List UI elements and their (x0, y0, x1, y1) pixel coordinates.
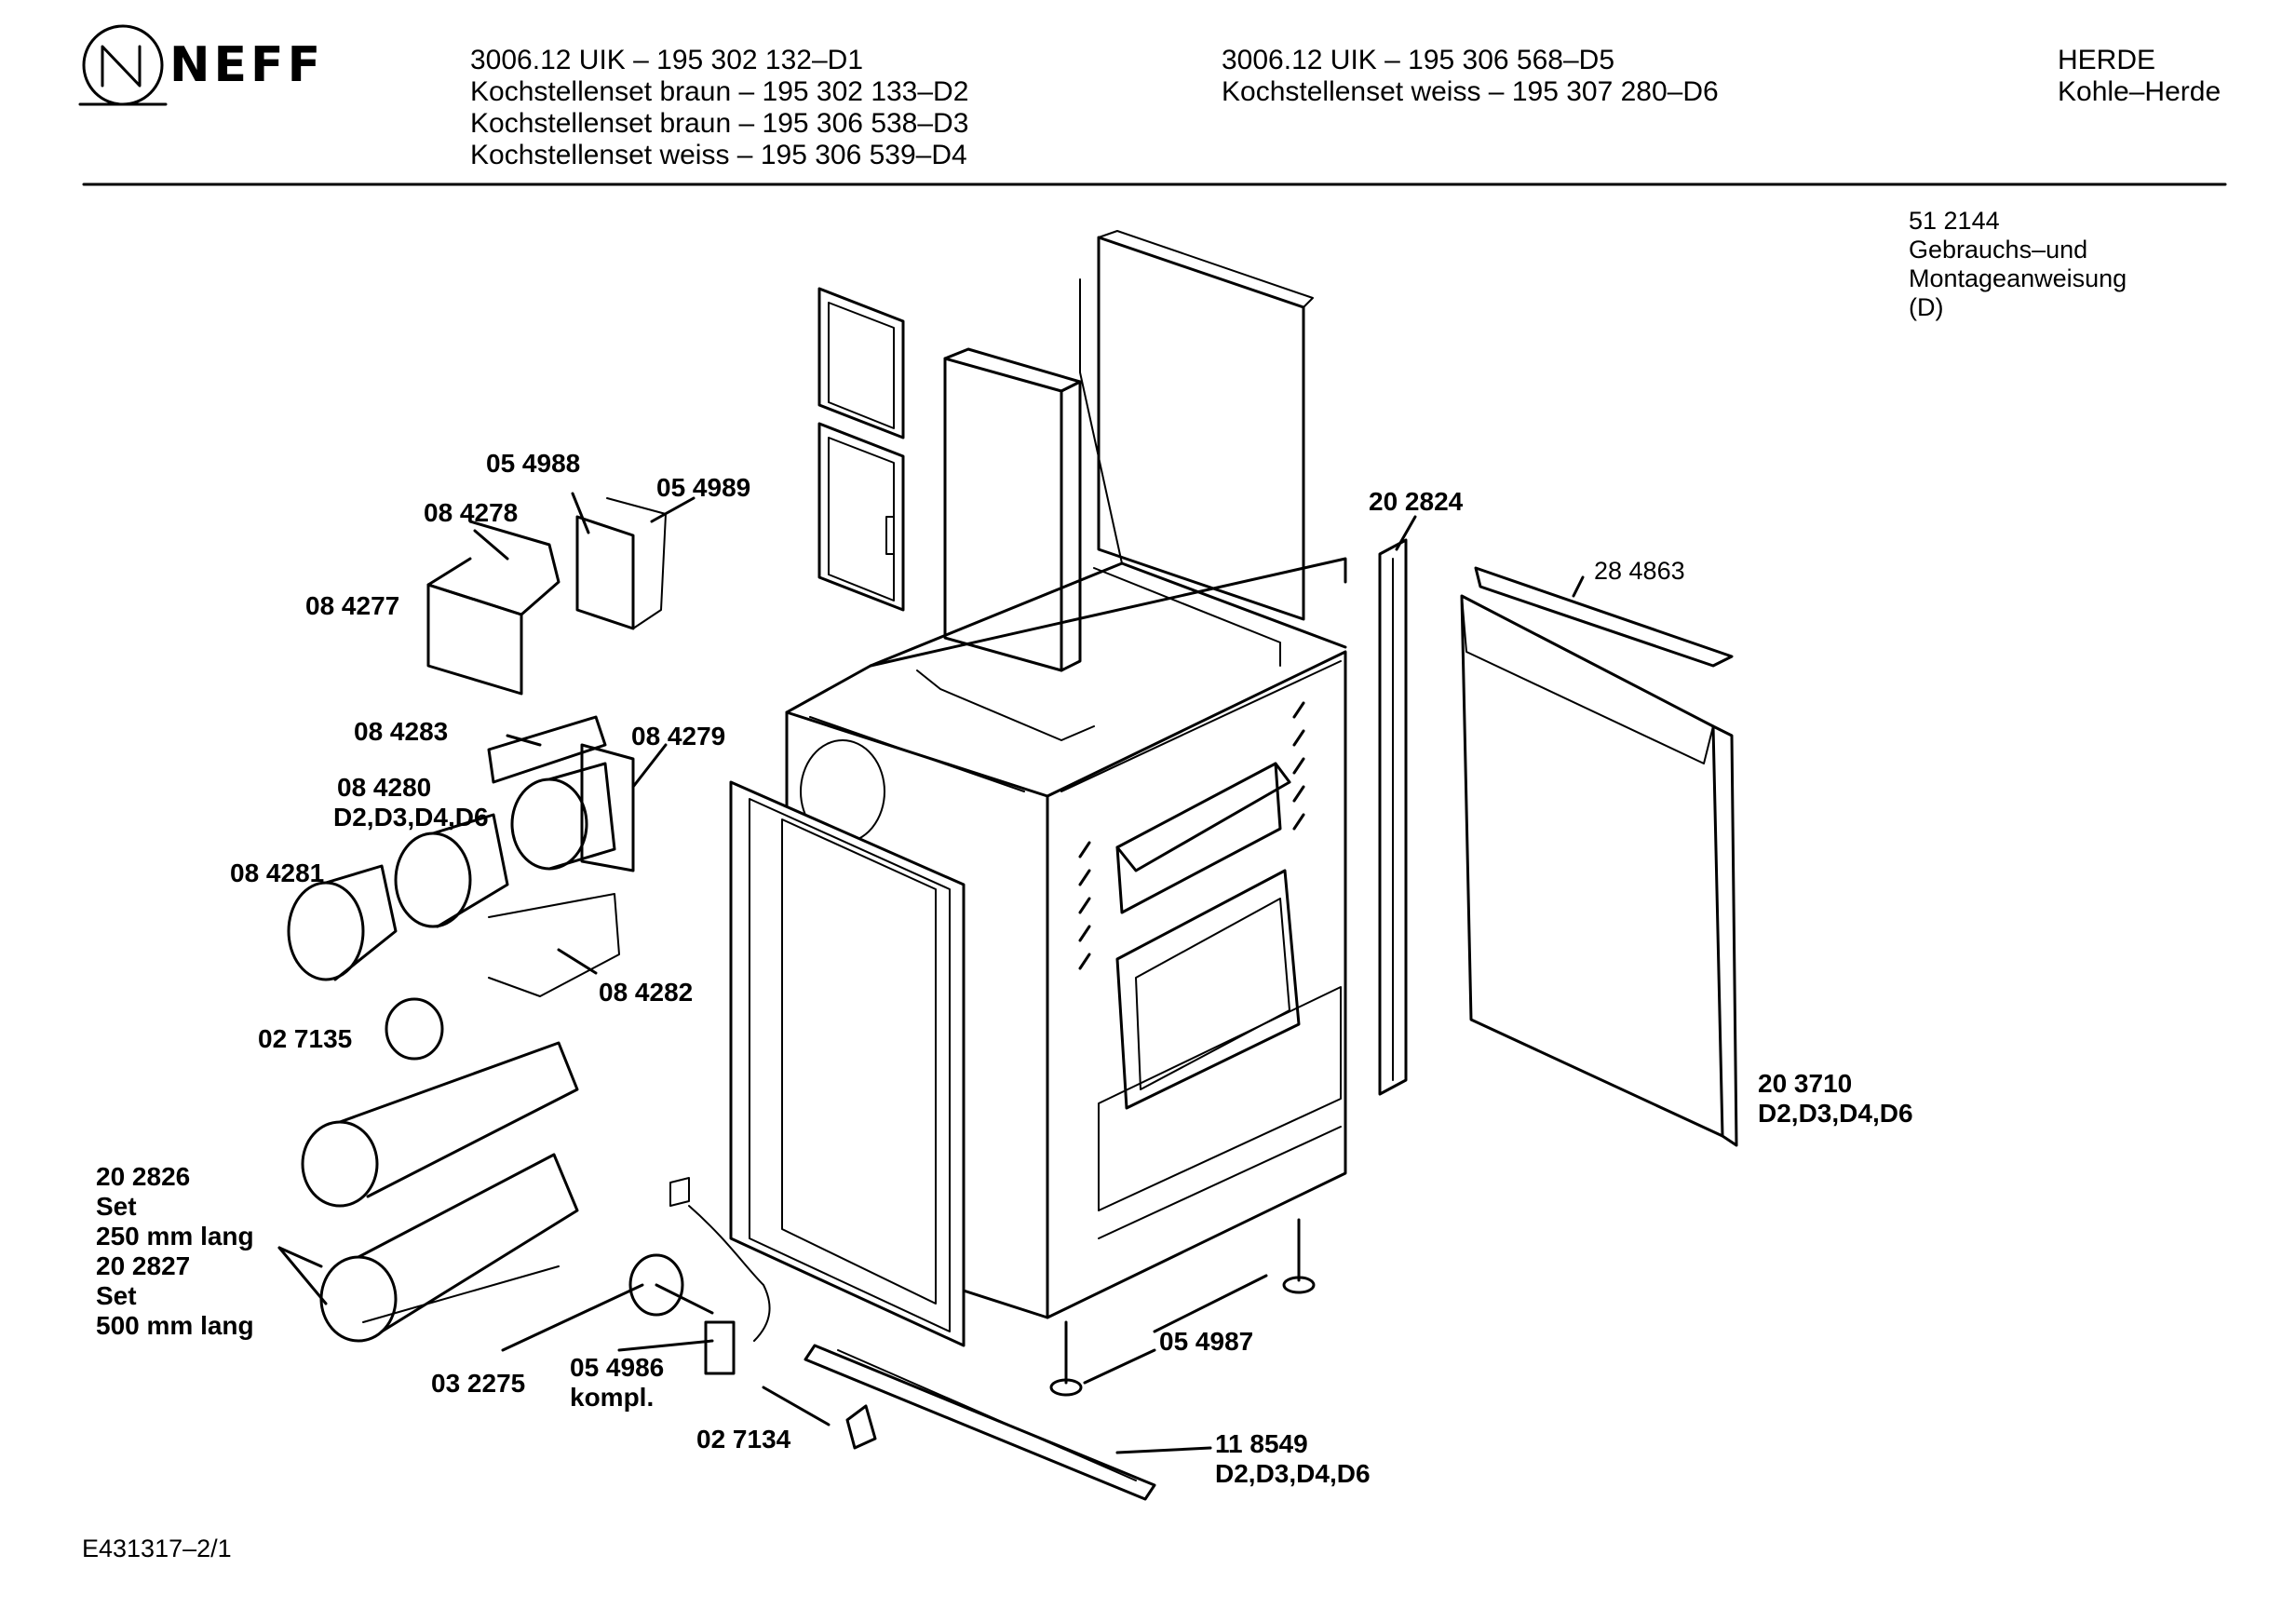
back-panel (1097, 230, 1314, 621)
side-panel-top-small (817, 287, 905, 439)
header-col-3: HERDE Kohle–Herde (2058, 45, 2221, 108)
part-label-length: 500 mm lang (96, 1311, 254, 1340)
part-label-group-202826: 20 2826 Set 250 mm lang 20 2827 Set 500 … (96, 1162, 254, 1341)
manual-line: Gebrauchs–und (1909, 236, 2088, 264)
part-label-027135: 02 7135 (258, 1024, 353, 1053)
part-label-027134: 02 7134 (696, 1425, 791, 1454)
part-label-084281: 08 4281 (230, 859, 325, 887)
header-col-1: 3006.12 UIK – 195 302 132–D1 Kochstellen… (470, 45, 968, 171)
oven-pipes (301, 1041, 579, 1343)
part-label-084278: 08 4278 (424, 498, 519, 527)
manual-line: (D) (1909, 293, 1944, 321)
header-line: Kochstellenset weiss – 195 307 280–D6 (1222, 76, 1719, 107)
part-label-032275: 03 2275 (431, 1369, 526, 1398)
ash-drawer-rail (804, 1344, 1156, 1501)
manual-line: 51 2144 (1909, 207, 2000, 235)
part-label-054986-kompl: kompl. (570, 1383, 655, 1412)
part-label-118549-variants: D2,D3,D4,D6 (1215, 1459, 1371, 1488)
part-label-084280-variants: D2,D3,D4,D6 (333, 803, 489, 832)
part-label-202826: 20 2826 (96, 1162, 191, 1191)
knob (845, 1404, 877, 1450)
flue-pipe-set (287, 715, 635, 1061)
adjustable-feet (1049, 1218, 1316, 1397)
side-cover-panel (1460, 594, 1738, 1147)
thermostat-unit (628, 1177, 771, 1375)
part-label-084279: 08 4279 (631, 722, 726, 750)
part-label-202824: 20 2824 (1369, 487, 1464, 516)
part-label-203710-variants: D2,D3,D4,D6 (1758, 1099, 1913, 1128)
insulation-panel (943, 347, 1082, 672)
part-label-203710: 20 3710 (1758, 1069, 1853, 1098)
part-label-284863: 28 4863 (1594, 557, 1685, 585)
part-label-054988: 05 4988 (486, 449, 581, 478)
gasket-plate (575, 497, 667, 630)
header-line: Kohle–Herde (2058, 76, 2222, 107)
part-label-084277: 08 4277 (305, 591, 400, 620)
header-line: 3006.12 UIK – 195 306 568–D5 (1222, 45, 1615, 75)
shield-plate (426, 520, 560, 696)
door-frame (729, 780, 966, 1347)
oven-compartment (1098, 762, 1342, 1239)
part-label-set: Set (96, 1192, 137, 1221)
part-label-084280: 08 4280 (337, 773, 432, 802)
part-label-length: 250 mm lang (96, 1222, 254, 1251)
side-panel-door-small (817, 422, 905, 612)
part-label-084283: 08 4283 (354, 717, 449, 746)
part-label-054987: 05 4987 (1159, 1327, 1254, 1356)
header-line: Kochstellenset braun – 195 302 133–D2 (470, 76, 969, 107)
header-line: Kochstellenset braun – 195 306 538–D3 (470, 108, 969, 139)
header-line: 3006.12 UIK – 195 302 132–D1 (470, 45, 864, 75)
brand-logo-text: NEFF (169, 37, 325, 93)
part-label-084282: 08 4282 (599, 978, 694, 1007)
footer-code: E431317–2/1 (82, 1535, 232, 1562)
part-label-set: Set (96, 1281, 137, 1310)
part-label-054986: 05 4986 (570, 1353, 665, 1382)
header-col-2: 3006.12 UIK – 195 306 568–D5 Kochstellen… (1222, 45, 1719, 108)
top-strip (1474, 566, 1734, 668)
side-rail (1378, 538, 1408, 1096)
manual-reference: 51 2144 Gebrauchs–und Montageanweisung (… (1909, 207, 2127, 322)
header-line: Kochstellenset weiss – 195 306 539–D4 (470, 140, 967, 170)
manual-line: Montageanweisung (1909, 264, 2127, 292)
leader-lines (277, 492, 1585, 1454)
neff-logo-icon (78, 24, 168, 106)
vent-slots (1078, 701, 1305, 970)
part-label-054989: 05 4989 (656, 473, 751, 502)
part-label-202827: 20 2827 (96, 1251, 191, 1280)
header-line: HERDE (2058, 45, 2156, 75)
part-label-118549: 11 8549 (1215, 1429, 1308, 1458)
